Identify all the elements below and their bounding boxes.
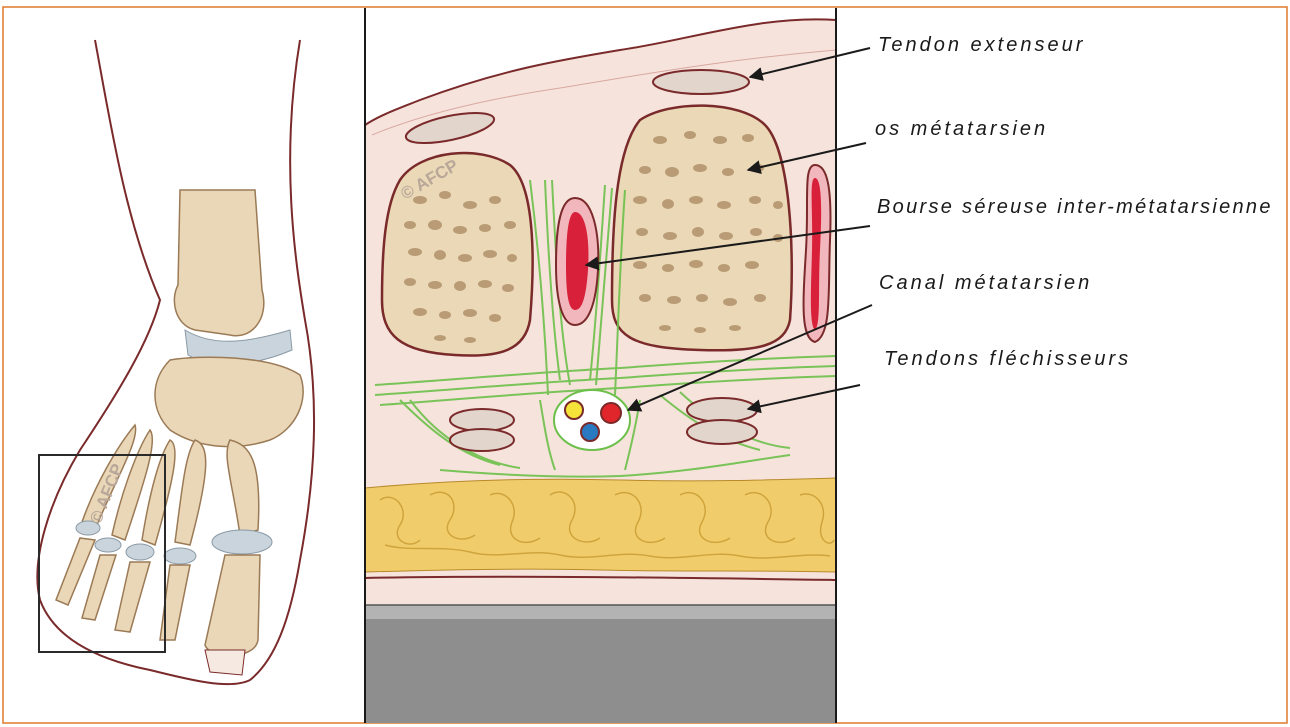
artery [601, 403, 621, 423]
metatarsal-1 [227, 440, 259, 535]
foot-illustration: © AFCP [37, 40, 314, 684]
metatarsal-section-right [612, 106, 792, 351]
metatarsal-2 [175, 440, 206, 545]
support-platform-highlight [365, 605, 836, 619]
label-bourse-sereuse: Bourse séreuse inter-métatarsienne [877, 196, 1273, 219]
phalanx-3 [115, 562, 150, 632]
tarsal-bones [155, 357, 303, 446]
mtp-cartilage-1 [212, 530, 272, 554]
label-canal-metatarsien: Canal métatarsien [879, 272, 1092, 295]
cross-section-panel: © AFCP [365, 8, 836, 723]
vein [581, 423, 599, 441]
mtp-cartilage-2 [164, 548, 196, 564]
mtp-cartilage-3 [126, 544, 154, 560]
tibia-bone [174, 190, 263, 336]
extensor-tendon [653, 70, 749, 94]
support-platform [365, 605, 836, 723]
label-tendons-flechisseurs: Tendons fléchisseurs [884, 348, 1131, 371]
phalanx-4 [82, 555, 116, 620]
nerve [565, 401, 583, 419]
label-tendon-extenseur: Tendon extenseur [878, 34, 1085, 57]
phalanx-hallux [205, 555, 260, 656]
mtp-cartilage-4 [95, 538, 121, 552]
toenail-hallux [205, 650, 245, 675]
label-os-metatarsien: os métatarsien [875, 118, 1048, 141]
